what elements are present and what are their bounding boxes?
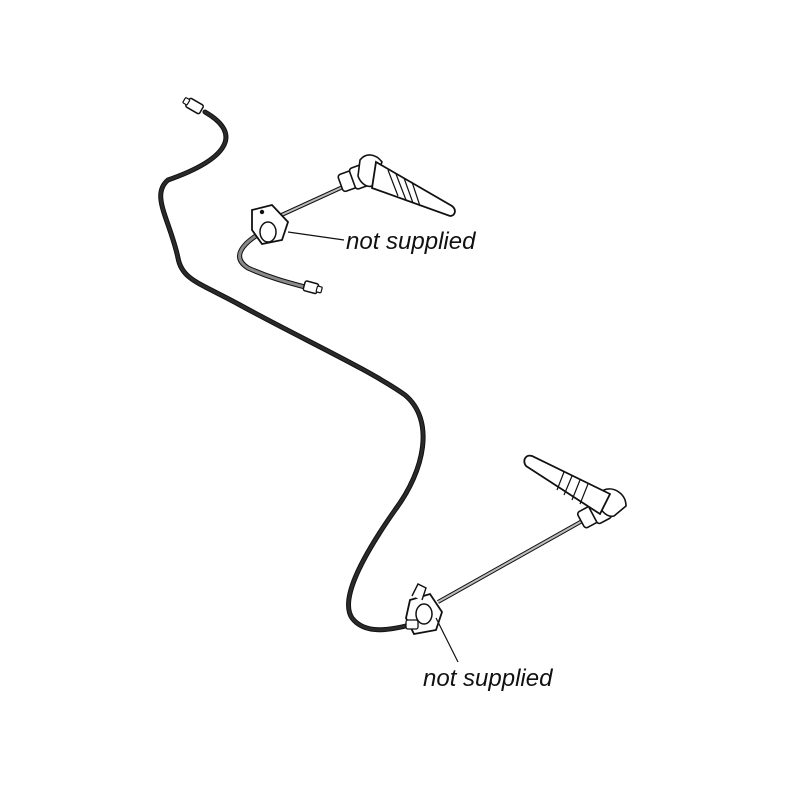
top-antenna-whip [357, 154, 456, 217]
bottom-antenna-assembly [405, 454, 627, 636]
top-callout-leader [287, 231, 345, 241]
main-cable-plug-top [182, 97, 204, 115]
top-callout-label: not supplied [346, 228, 476, 255]
top-pigtail-plug [302, 280, 323, 295]
bottom-antenna-whip [523, 454, 627, 518]
bottom-bulkhead-mount [405, 583, 443, 636]
top-antenna-assembly [237, 154, 456, 295]
bottom-callout-label: not supplied [423, 665, 553, 692]
bottom-callout-leader [435, 617, 459, 663]
main-cable-core [159, 110, 425, 632]
top-bulkhead-mount [251, 203, 290, 245]
main-cable [158, 109, 426, 633]
